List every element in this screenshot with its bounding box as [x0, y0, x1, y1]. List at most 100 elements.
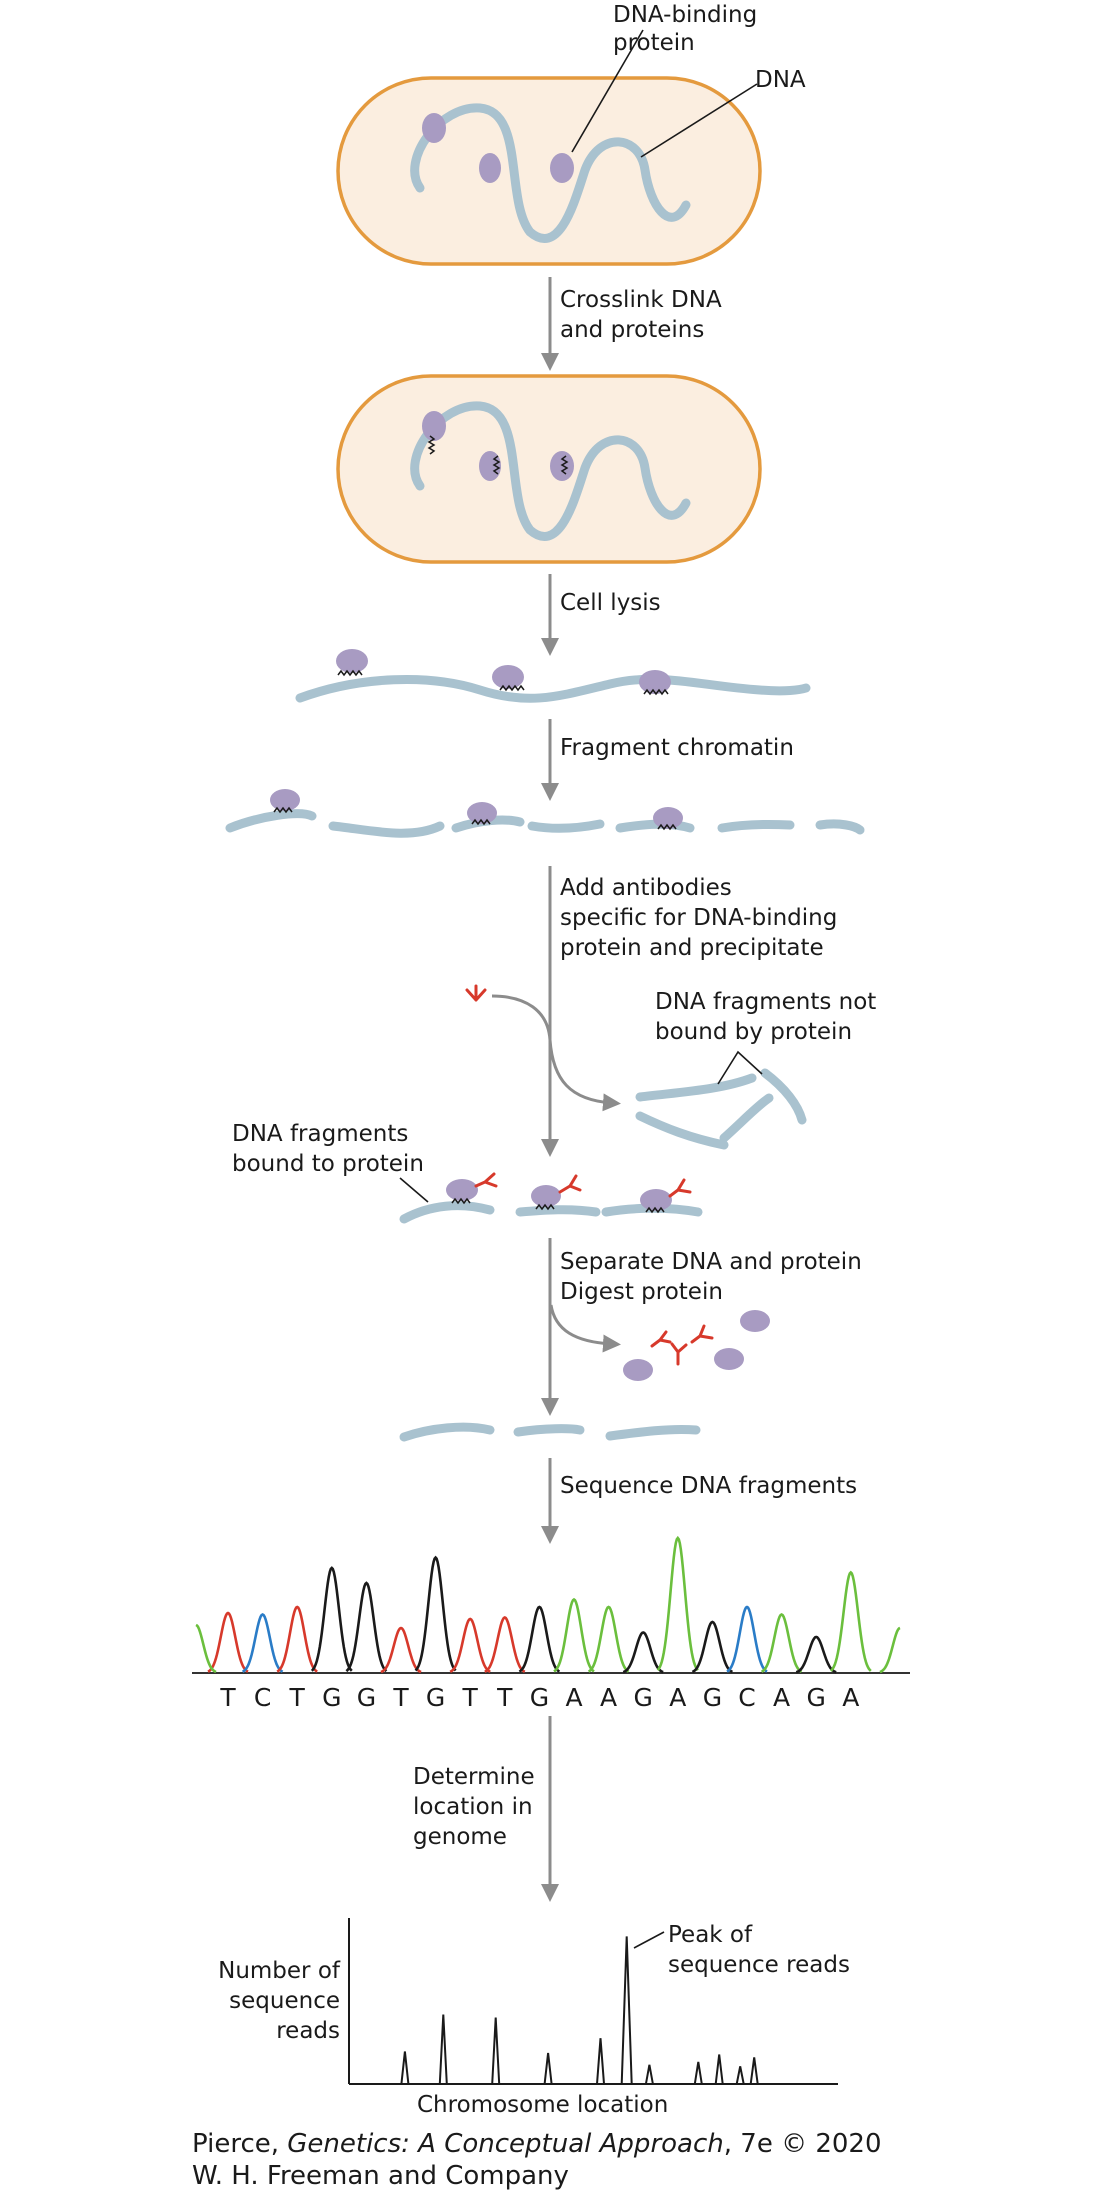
base-call: A	[842, 1683, 859, 1712]
label-determine-2: location in	[413, 1794, 533, 1820]
antibody-icon	[558, 1174, 582, 1194]
purified-dna-fragments	[399, 1422, 701, 1442]
dna-fragment	[760, 1068, 807, 1125]
chromatogram-peak	[587, 1605, 630, 1673]
label-bound-2: bound to protein	[232, 1151, 424, 1177]
read-spike	[400, 2051, 410, 2085]
dna-fragment	[399, 1201, 495, 1224]
bound-dna-fragments	[399, 1172, 703, 1224]
sequence-reads-plot	[348, 1918, 838, 2085]
chromatogram-peak	[484, 1616, 526, 1673]
dna-fragment	[225, 809, 317, 833]
chromatogram-peak	[207, 1611, 249, 1673]
chromatogram-peak	[553, 1597, 595, 1673]
dna-fragment	[717, 819, 795, 833]
base-call: A	[565, 1683, 582, 1712]
chromatogram-peak	[795, 1635, 837, 1674]
label-sequence: Sequence DNA fragments	[560, 1473, 857, 1499]
base-call: G	[357, 1683, 376, 1712]
label-separate-1: Separate DNA and protein	[560, 1249, 862, 1275]
read-spike	[596, 2038, 605, 2085]
credit-edition: , 7e © 2020	[724, 2129, 882, 2159]
label-fragment-chromatin: Fragment chromatin	[560, 735, 794, 761]
protein	[639, 670, 671, 694]
chromatogram-peak	[276, 1605, 318, 1673]
label-leader-line	[717, 1050, 763, 1085]
protein	[479, 451, 501, 481]
dna-strand	[410, 401, 691, 541]
base-call: G	[426, 1683, 445, 1712]
protein	[640, 1189, 672, 1211]
credit-line-1: Pierce, Genetics: A Conceptual Approach,…	[192, 2129, 882, 2159]
crosslink-zigzag	[471, 818, 491, 826]
crosslink-zigzag	[273, 806, 293, 814]
protein	[623, 1359, 653, 1381]
crosslink-zigzag	[337, 669, 363, 677]
y-axis-label-2: sequence	[229, 1988, 340, 2014]
protein	[740, 1310, 770, 1332]
base-call: T	[392, 1683, 409, 1712]
protein	[422, 113, 446, 143]
crosslink-zigzag	[657, 823, 677, 831]
label-leader-line	[399, 1177, 429, 1203]
dna-fragment	[513, 1424, 585, 1437]
peak-leader-line	[633, 1931, 665, 1949]
label-dna: DNA	[755, 67, 806, 93]
chromatogram-peak	[622, 1631, 664, 1674]
chromatogram-peak	[829, 1570, 872, 1672]
read-spike	[491, 2017, 501, 2085]
label-add-antibodies-3: protein and precipitate	[560, 935, 824, 961]
chromatogram-peak	[449, 1617, 491, 1674]
crosslink-zigzag	[560, 455, 569, 475]
chromatogram-peak	[310, 1566, 353, 1672]
base-call: G	[703, 1683, 722, 1712]
base-call: C	[254, 1683, 271, 1712]
label-not-bound-2: bound by protein	[655, 1019, 852, 1045]
dna-fragment	[635, 1073, 757, 1102]
peak-annotation-2: sequence reads	[668, 1952, 850, 1978]
base-call: A	[773, 1683, 790, 1712]
read-spike	[693, 2061, 703, 2085]
protein	[492, 665, 524, 689]
sequencing-chromatogram	[192, 1535, 910, 1674]
label-not-bound-1: DNA fragments not	[655, 989, 876, 1015]
protein	[446, 1179, 478, 1201]
dna-fragment	[328, 821, 445, 838]
crosslink-zigzag	[427, 435, 436, 455]
chromatogram-peak	[656, 1535, 699, 1671]
dna-strand	[410, 103, 691, 243]
label-leader-line	[640, 83, 758, 158]
chromatogram-peak	[241, 1612, 284, 1673]
crosslink-zigzag	[645, 1206, 665, 1214]
protein	[653, 807, 683, 829]
protein	[550, 451, 574, 481]
dna-fragment	[605, 1424, 701, 1441]
base-call: G	[530, 1683, 549, 1712]
antibody-icon	[670, 1342, 688, 1366]
credit-publisher: W. H. Freeman and Company	[192, 2161, 569, 2191]
chromatogram-peak	[380, 1626, 422, 1674]
base-call: T	[219, 1683, 236, 1712]
read-spike	[735, 2066, 745, 2085]
base-call: T	[289, 1683, 306, 1712]
crosslink-zigzag	[499, 684, 525, 692]
base-call: T	[496, 1683, 513, 1712]
antibody-path-arrow	[491, 994, 621, 1112]
label-separate-2: Digest protein	[560, 1279, 723, 1305]
chromatogram-peak-edge	[195, 1623, 217, 1674]
x-axis-label: Chromosome location	[417, 2092, 668, 2118]
dna-fragment	[399, 1422, 495, 1442]
peak-annotation-1: Peak of	[668, 1922, 753, 1948]
read-spike	[620, 1936, 633, 2085]
protein	[479, 153, 501, 183]
y-axis-label-3: reads	[276, 2018, 340, 2044]
dna-fragment	[815, 819, 865, 835]
antibody-icon	[690, 1324, 714, 1344]
label-add-antibodies-1: Add antibodies	[560, 875, 732, 901]
antibody-icon	[465, 984, 487, 1002]
base-call: C	[738, 1683, 755, 1712]
dna-fragment	[719, 1093, 774, 1143]
crosslink-zigzag	[451, 1197, 471, 1205]
label-cell-lysis: Cell lysis	[560, 590, 661, 616]
